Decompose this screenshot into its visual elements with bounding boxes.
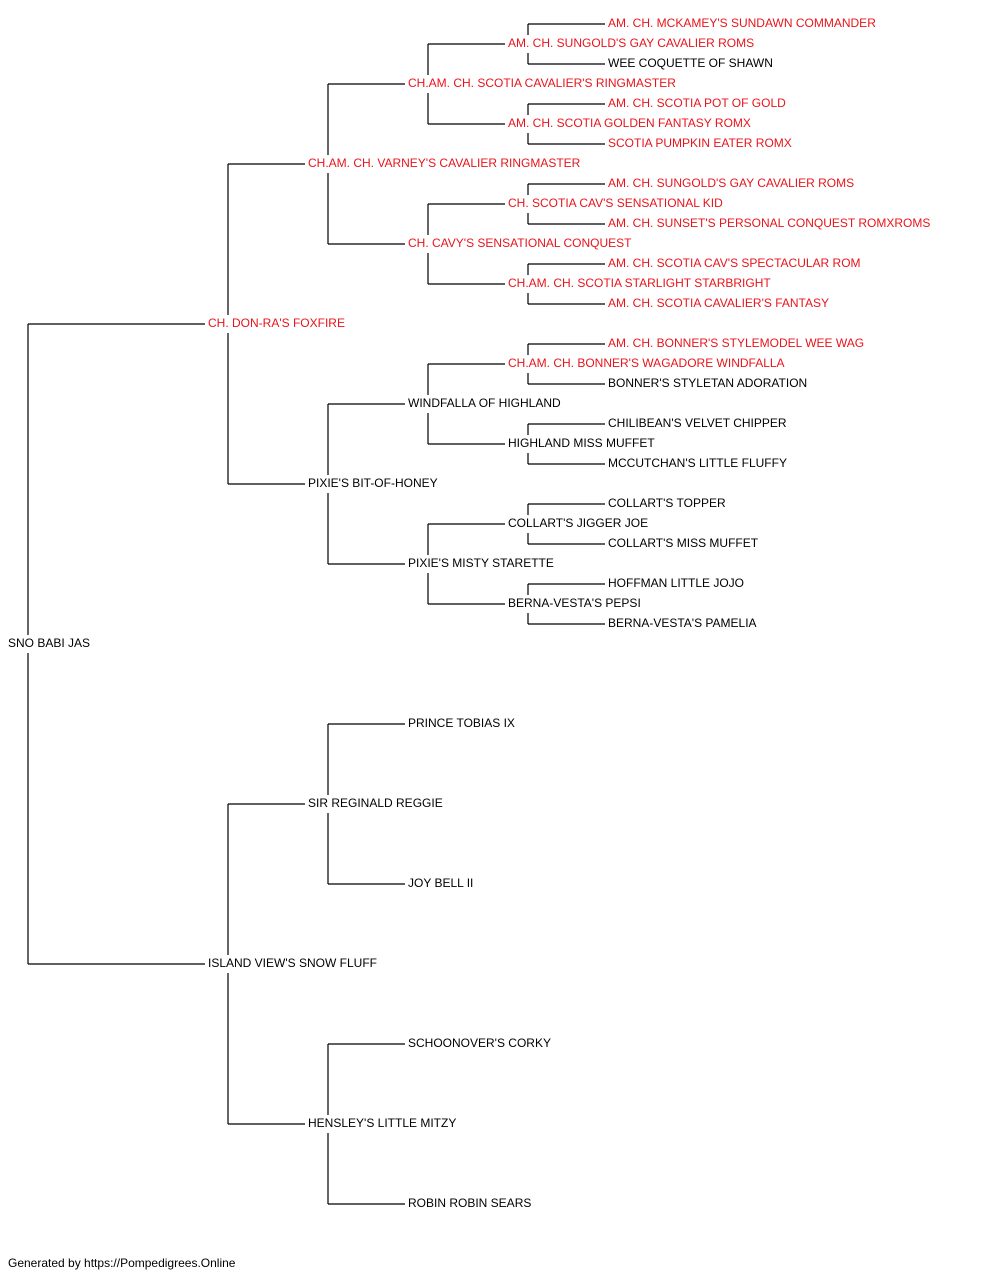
dog-dam-sire: SIR REGINALD REGGIE	[308, 796, 443, 810]
dog-sire: CH. DON-RA'S FOXFIRE	[208, 316, 345, 330]
dog-sire-sire-dam: CH. CAVY'S SENSATIONAL CONQUEST	[408, 236, 632, 250]
dog-sire-dam-sire-dam: HIGHLAND MISS MUFFET	[508, 436, 655, 450]
dog-sire-dam-dam-dam-dam: BERNA-VESTA'S PAMELIA	[608, 616, 757, 630]
dog-sire-dam-dam-dam: BERNA-VESTA'S PEPSI	[508, 596, 641, 610]
dog-sire-dam-sire-dam-dam: MCCUTCHAN'S LITTLE FLUFFY	[608, 456, 787, 470]
dog-sire-sire: CH.AM. CH. VARNEY'S CAVALIER RINGMASTER	[308, 156, 581, 170]
dog-sire-sire-sire-sire-sire: AM. CH. MCKAMEY'S SUNDAWN COMMANDER	[608, 16, 876, 30]
dog-sire-dam-dam: PIXIE'S MISTY STARETTE	[408, 556, 554, 570]
footer-credit: Generated by https://Pompedigrees.Online	[8, 1256, 236, 1270]
dog-sire-dam-sire-sire-sire: AM. CH. BONNER'S STYLEMODEL WEE WAG	[608, 336, 864, 350]
dog-sire-sire-dam-sire-sire: AM. CH. SUNGOLD'S GAY CAVALIER ROMS	[608, 176, 854, 190]
dog-dam: ISLAND VIEW'S SNOW FLUFF	[208, 956, 377, 970]
dog-sire-sire-dam-dam: CH.AM. CH. SCOTIA STARLIGHT STARBRIGHT	[508, 276, 771, 290]
dog-sire-sire-dam-sire-dam: AM. CH. SUNSET'S PERSONAL CONQUEST ROMXR…	[608, 216, 930, 230]
pedigree-tree: SNO BABI JAS CH. DON-RA'S FOXFIRE CH.AM. C…	[8, 16, 930, 1210]
dog-sire-sire-dam-dam-dam: AM. CH. SCOTIA CAVALIER'S FANTASY	[608, 296, 829, 310]
dog-sire-sire-sire-dam: AM. CH. SCOTIA GOLDEN FANTASY ROMX	[508, 116, 751, 130]
dog-sire-dam-dam-dam-sire: HOFFMAN LITTLE JOJO	[608, 576, 744, 590]
dog-dam-dam-dam: ROBIN ROBIN SEARS	[408, 1196, 531, 1210]
dog-sire-sire-sire-dam-sire: AM. CH. SCOTIA POT OF GOLD	[608, 96, 786, 110]
dog-sire-sire-dam-dam-sire: AM. CH. SCOTIA CAV'S SPECTACULAR ROM	[608, 256, 861, 270]
dog-sire-dam-dam-sire-dam: COLLART'S MISS MUFFET	[608, 536, 759, 550]
dog-sire-dam-dam-sire-sire: COLLART'S TOPPER	[608, 496, 726, 510]
dog-dam-sire-dam: JOY BELL II	[408, 876, 473, 890]
dog-sire-dam-sire-sire-dam: BONNER'S STYLETAN ADORATION	[608, 376, 807, 390]
dog-sire-sire-dam-sire: CH. SCOTIA CAV'S SENSATIONAL KID	[508, 196, 723, 210]
dog-dam-sire-sire: PRINCE TOBIAS IX	[408, 716, 515, 730]
dog-sire-sire-sire-sire: AM. CH. SUNGOLD'S GAY CAVALIER ROMS	[508, 36, 754, 50]
dog-sire-dam: PIXIE'S BIT-OF-HONEY	[308, 476, 438, 490]
dog-dam-dam: HENSLEY'S LITTLE MITZY	[308, 1116, 456, 1130]
dog-sire-sire-sire-dam-dam: SCOTIA PUMPKIN EATER ROMX	[608, 136, 792, 150]
dog-sire-sire-sire-sire-dam: WEE COQUETTE OF SHAWN	[608, 56, 773, 70]
dog-sire-dam-sire-dam-sire: CHILIBEAN'S VELVET CHIPPER	[608, 416, 787, 430]
dog: SNO BABI JAS	[8, 636, 90, 650]
dog-sire-dam-sire-sire: CH.AM. CH. BONNER'S WAGADORE WINDFALLA	[508, 356, 785, 370]
dog-sire-dam-dam-sire: COLLART'S JIGGER JOE	[508, 516, 648, 530]
dog-dam-dam-sire: SCHOONOVER'S CORKY	[408, 1036, 551, 1050]
dog-sire-dam-sire: WINDFALLA OF HIGHLAND	[408, 396, 561, 410]
dog-sire-sire-sire: CH.AM. CH. SCOTIA CAVALIER'S RINGMASTER	[408, 76, 676, 90]
